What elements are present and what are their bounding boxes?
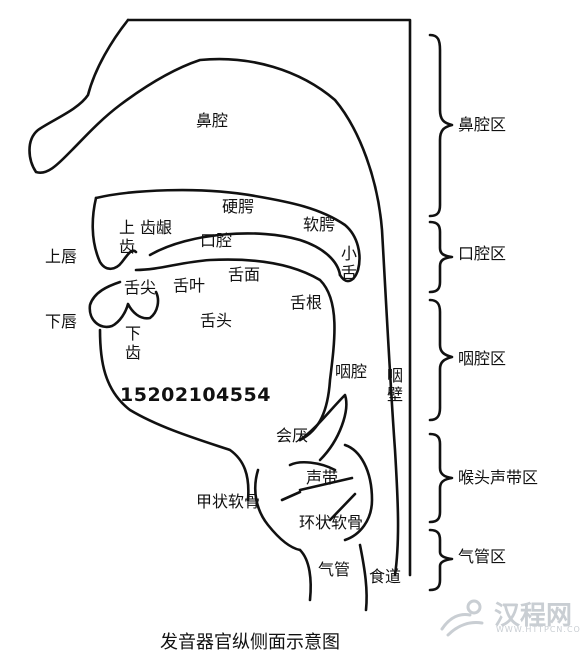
label-lower-lip: 下唇 — [45, 312, 78, 331]
label-soft-palate: 软腭 — [303, 215, 336, 234]
soft-palate-line — [148, 232, 342, 277]
label-upper-lip: 上唇 — [45, 247, 78, 266]
label-cricoid-cartilage: 环状软骨 — [299, 513, 364, 532]
label-oral-cavity: 口腔 — [200, 231, 233, 250]
larynx-front-line — [254, 468, 302, 552]
label-tongue-body: 舌头 — [200, 311, 233, 330]
zone-label-oral: 口腔区 — [458, 244, 507, 263]
trachea-line — [298, 548, 312, 602]
bracket-nasal — [428, 33, 454, 218]
arrow-vocal-cords — [298, 476, 354, 492]
tongue-tip-line — [88, 280, 160, 329]
epiglottis-line — [298, 393, 348, 462]
cricoid-line — [343, 443, 374, 542]
diagram-caption: 发音器官纵侧面示意图 — [160, 632, 340, 653]
vocal-fold-line — [288, 460, 337, 472]
palate-line — [94, 188, 361, 283]
watermark: 汉程网 WWW.HTTPCN.COM — [436, 595, 580, 639]
label-thyroid-cartilage: 甲状软骨 — [196, 492, 261, 511]
label-tongue-blade: 舌叶 — [173, 276, 206, 295]
label-vocal-cords: 声带 — [306, 468, 339, 487]
zone-label-larynx: 喉头声带区 — [458, 468, 539, 487]
zone-label-trachea: 气管区 — [458, 547, 507, 566]
watermark-url: WWW.HTTPCN.COM — [496, 625, 580, 634]
bracket-pharynx — [428, 298, 454, 422]
label-tongue-surface: 舌面 — [228, 265, 261, 284]
chin-line — [98, 328, 250, 502]
phone-number-text: 15202104554 — [120, 384, 271, 406]
label-alveolar-ridge: 齿龈 — [140, 218, 173, 237]
label-esophagus: 食道 — [369, 567, 402, 586]
zone-label-nasal: 鼻腔区 — [458, 115, 507, 134]
label-pharyngeal-cavity: 咽腔 — [335, 362, 368, 381]
arrow-cricoid — [328, 492, 357, 522]
arrow-thyroid — [280, 490, 302, 502]
tongue-surface-line — [134, 258, 336, 442]
bracket-oral — [428, 220, 454, 294]
label-pharyngeal-wall: 咽壁 — [386, 366, 403, 404]
label-hard-palate: 硬腭 — [222, 197, 255, 216]
label-nasal-cavity: 鼻腔 — [196, 111, 229, 130]
label-uvula: 小舌 — [340, 244, 357, 282]
zone-label-pharynx: 咽腔区 — [458, 349, 507, 368]
watermark-logo-icon — [440, 599, 484, 637]
watermark-text: 汉程网 — [494, 601, 573, 631]
label-upper-teeth: 上齿 — [118, 218, 135, 256]
label-tongue-root: 舌根 — [290, 293, 323, 312]
label-lower-teeth: 下齿 — [124, 324, 141, 362]
label-epiglottis: 会厌 — [276, 426, 309, 445]
upper-lip-line — [91, 196, 138, 271]
label-tongue-tip: 舌尖 — [124, 278, 157, 297]
bracket-larynx — [428, 432, 454, 524]
esophagus-line — [358, 543, 368, 612]
bracket-trachea — [428, 528, 454, 592]
label-trachea: 气管 — [318, 560, 351, 579]
head-outline — [126, 18, 412, 577]
pharyngeal-wall-line — [28, 18, 400, 577]
